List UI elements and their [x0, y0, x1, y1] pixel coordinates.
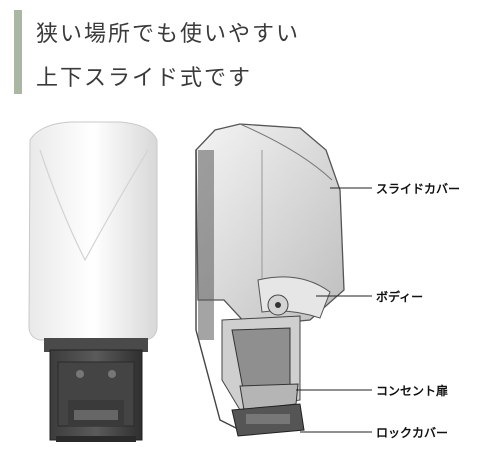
closed-unit-photo	[28, 121, 158, 442]
label-slide-cover: スライドカバー	[376, 182, 461, 196]
leader-lines	[296, 187, 372, 433]
headline-line-2: 上下スライド式です	[36, 66, 253, 91]
label-body: ボディー	[376, 290, 424, 304]
cutaway-unit-illustration	[195, 123, 345, 437]
headline-line-1: 狭い場所でも使いやすい	[36, 22, 301, 47]
label-lock-cover: ロックカバー	[376, 426, 449, 440]
label-outlet-door: コンセント扉	[376, 384, 449, 398]
product-illustration	[28, 121, 372, 442]
accent-bar	[14, 10, 22, 94]
